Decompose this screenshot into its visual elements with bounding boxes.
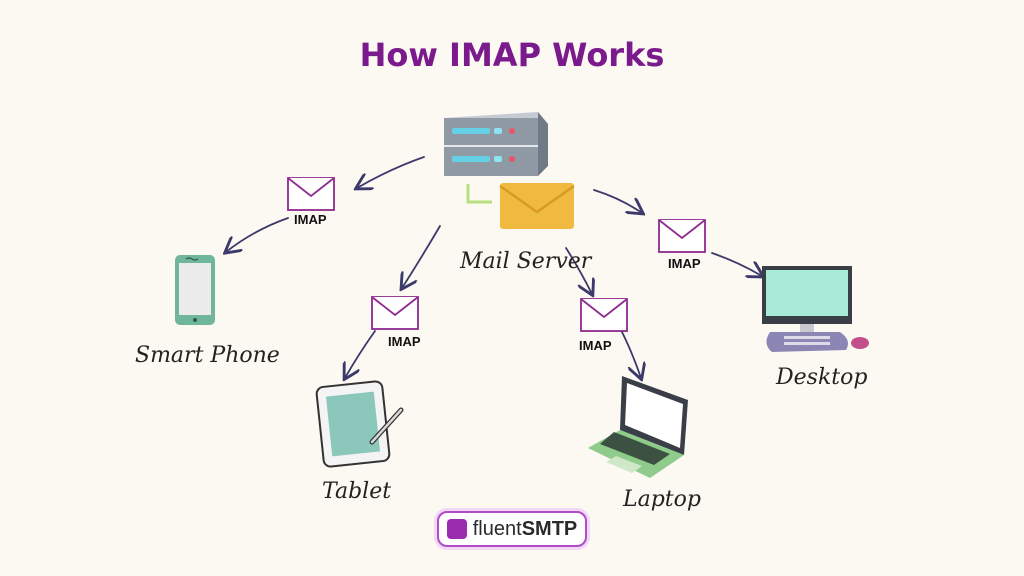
- tablet-icon: [315, 380, 404, 468]
- imap-label: IMAP: [668, 256, 701, 271]
- envelope-icon: [580, 298, 628, 332]
- imap-label: IMAP: [294, 212, 327, 227]
- brand-name: SMTP: [521, 517, 578, 540]
- laptop-icon: [588, 376, 688, 478]
- smartphone-icon: [175, 255, 215, 325]
- connector-line: [466, 184, 492, 204]
- mail-server-label: Mail Server: [460, 249, 592, 274]
- arrow: [345, 330, 376, 378]
- arrow: [565, 247, 592, 294]
- device-label-desktop: Desktop: [776, 365, 868, 390]
- arrow: [357, 156, 425, 188]
- arrow: [226, 217, 289, 252]
- server-icon: [444, 112, 548, 176]
- brand-logo-icon: [446, 519, 467, 539]
- diagram-title: How IMAP Works: [359, 36, 665, 74]
- brand-prefix: fluent: [472, 517, 522, 540]
- arrow: [593, 189, 642, 213]
- device-label-tablet: Tablet: [322, 479, 392, 504]
- imap-label: IMAP: [388, 334, 421, 349]
- envelope-icon: [371, 296, 419, 330]
- device-label-phone: Smart Phone: [135, 343, 280, 368]
- imap-label: IMAP: [579, 338, 612, 353]
- arrow: [711, 252, 762, 276]
- brand-logo: fluentSMTP: [437, 511, 587, 547]
- arrow: [402, 225, 441, 288]
- envelope-icon: [658, 219, 706, 253]
- envelope-icon: [287, 177, 335, 211]
- arrow: [621, 331, 641, 378]
- mail-icon: [499, 183, 575, 229]
- device-label-laptop: Laptop: [623, 487, 701, 512]
- desktop-icon: [762, 266, 869, 352]
